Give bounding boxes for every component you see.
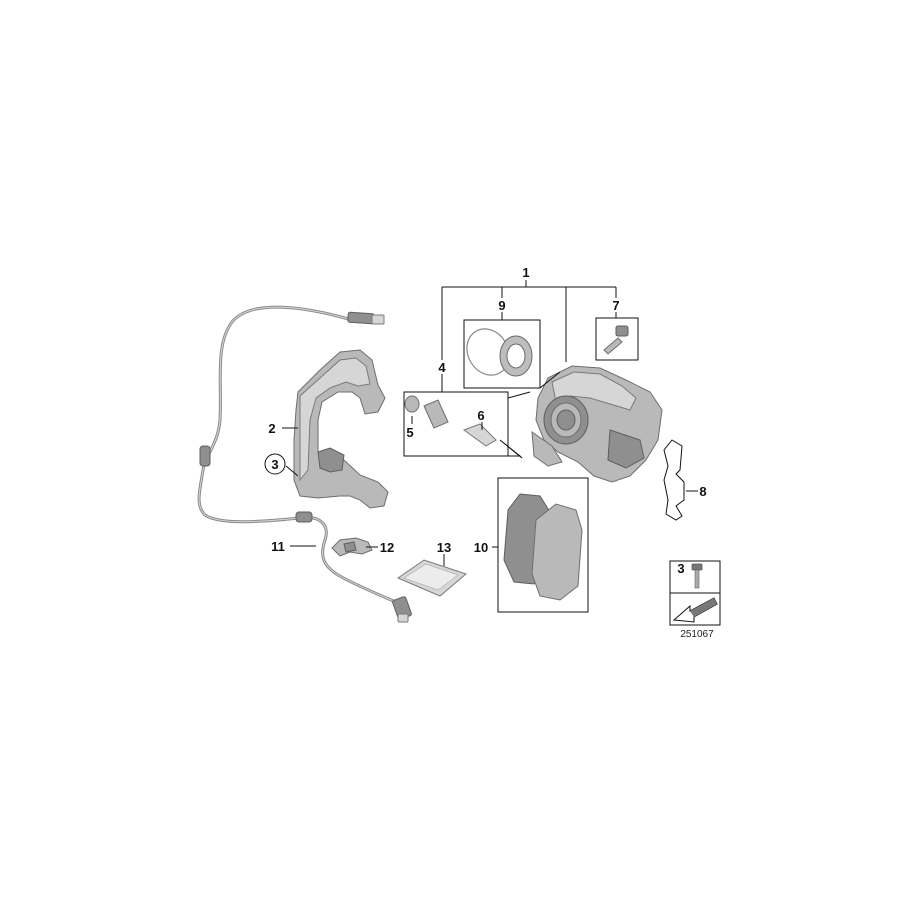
- spring-icon: [663, 439, 685, 521]
- guide-bolt-icon: [404, 395, 497, 447]
- clip-icon: [331, 537, 373, 557]
- leader-lines: [282, 280, 698, 566]
- caliper-carrier-icon: [293, 349, 389, 509]
- bolt-icon: [691, 563, 703, 589]
- legend-box: 3 251067: [669, 560, 721, 640]
- callouts: 1 9 7 4 5 6 2 3 8 10 11 12 13: [264, 265, 707, 555]
- callout-3-circle: [264, 453, 286, 475]
- callout-5: 5: [406, 425, 413, 440]
- group-box-10: [497, 477, 589, 613]
- group-box-7: [595, 317, 639, 361]
- callout-12: 12: [380, 540, 394, 555]
- diagram-number: 251067: [680, 629, 714, 640]
- bleeder-valve-icon: [603, 325, 629, 355]
- callout-13: 13: [437, 540, 451, 555]
- callout-8: 8: [699, 484, 706, 499]
- brake-pad-icon: [503, 493, 583, 601]
- callout-6: 6: [477, 408, 484, 423]
- callout-7: 7: [612, 298, 619, 313]
- group-box-4: [403, 391, 509, 457]
- callout-11: 11: [271, 539, 285, 554]
- legend-callout-3: 3: [677, 561, 684, 576]
- seal-icon: [466, 328, 533, 377]
- brake-caliper-icon: [531, 365, 663, 483]
- grease-packet-icon: [396, 559, 468, 597]
- wear-sensor-icon: [197, 305, 412, 623]
- callout-3: 3: [271, 457, 278, 472]
- callout-1: 1: [522, 265, 529, 280]
- callout-9: 9: [498, 298, 505, 313]
- callout-2: 2: [268, 421, 275, 436]
- arrow-icon: [672, 597, 718, 623]
- callout-10: 10: [474, 540, 488, 555]
- callout-4: 4: [438, 360, 446, 375]
